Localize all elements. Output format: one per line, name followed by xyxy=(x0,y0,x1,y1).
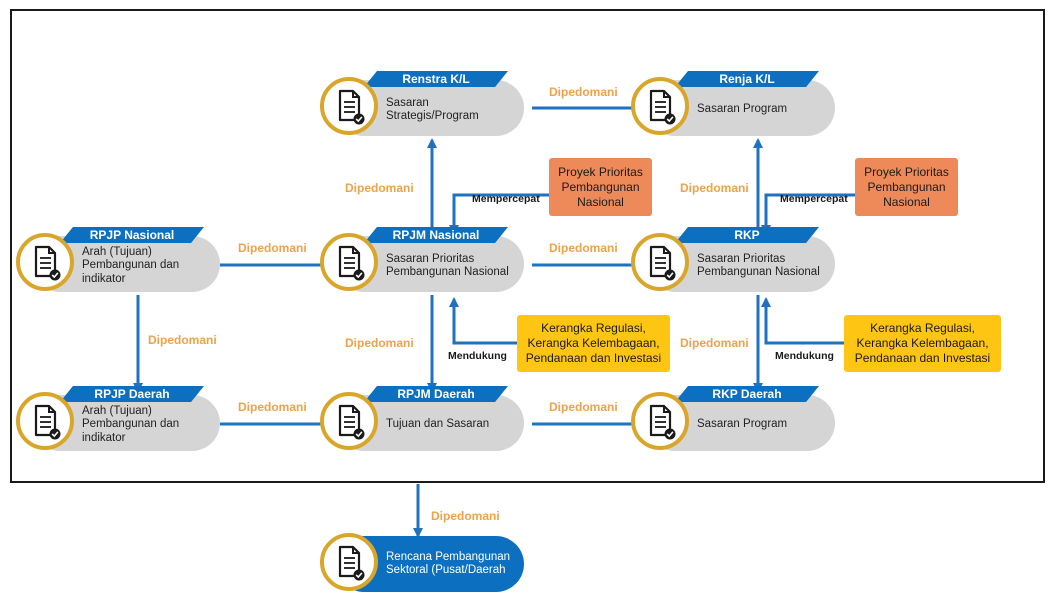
edge-label-dipedomani: Dipedomani xyxy=(431,509,500,523)
edge-label-dipedomani: Dipedomani xyxy=(549,85,618,99)
node-rkp: RKP Sasaran Prioritas Pembangunan Nasion… xyxy=(627,222,845,308)
edge-label-dipedomani: Dipedomani xyxy=(148,333,217,347)
node-title: RPJP Daerah xyxy=(60,386,204,402)
node-renstra-kl: Renstra K/L Sasaran Strategis/Program xyxy=(316,66,534,152)
node-title: RKP Daerah xyxy=(675,386,819,402)
edge-label-dipedomani: Dipedomani xyxy=(238,241,307,255)
edge-label-dipedomani: Dipedomani xyxy=(549,241,618,255)
node-title: RPJP Nasional xyxy=(60,227,204,243)
edge-label-mempercepat: Mempercepat xyxy=(780,193,848,205)
box-kerangka-regulasi: Kerangka Regulasi, Kerangka Kelembagaan,… xyxy=(517,315,670,372)
document-check-icon xyxy=(16,233,74,291)
node-rpjp-daerah: RPJP Daerah Arah (Tujuan) Pembangunan da… xyxy=(12,381,230,467)
edge-label-dipedomani: Dipedomani xyxy=(549,400,618,414)
node-description: Sasaran Program xyxy=(697,418,788,431)
node-description: Arah (Tujuan) Pembangunan dan indikator xyxy=(82,245,180,285)
document-check-icon xyxy=(320,77,378,135)
edge-label-dipedomani: Dipedomani xyxy=(680,181,749,195)
document-check-icon xyxy=(320,233,378,291)
document-check-icon xyxy=(631,233,689,291)
edge-label-mendukung: Mendukung xyxy=(448,350,507,362)
arrow-proyek-to-rkp xyxy=(761,193,855,235)
node-description: Sasaran Prioritas Pembangunan Nasional xyxy=(386,252,509,279)
box-proyek-prioritas: Proyek Prioritas Pembangunan Nasional xyxy=(855,158,958,216)
arrow-proyek-to-rpjm-nasional xyxy=(449,193,549,235)
node-description: Arah (Tujuan) Pembangunan dan indikator xyxy=(82,404,180,444)
edge-label-dipedomani: Dipedomani xyxy=(680,336,749,350)
node-title: RPJM Daerah xyxy=(364,386,508,402)
node-rkp-daerah: RKP Daerah Sasaran Program xyxy=(627,381,845,467)
document-check-icon xyxy=(631,77,689,135)
document-check-icon xyxy=(16,392,74,450)
arrow-kerangka-to-rpjm-nasional xyxy=(449,297,517,345)
document-check-icon xyxy=(320,392,378,450)
diagram-frame xyxy=(10,9,1045,483)
edge-label-mendukung: Mendukung xyxy=(775,350,834,362)
node-description: Sasaran Program xyxy=(697,103,788,116)
node-title: RPJM Nasional xyxy=(364,227,508,243)
node-title: Renstra K/L xyxy=(364,71,508,87)
document-check-icon xyxy=(631,392,689,450)
document-check-icon xyxy=(320,533,378,591)
node-description: Rencana Pembangunan Sektoral (Pusat/Daer… xyxy=(386,550,511,577)
node-rpjp-nasional: RPJP Nasional Arah (Tujuan) Pembangunan … xyxy=(12,222,230,308)
edge-label-mempercepat: Mempercepat xyxy=(472,193,540,205)
edge-label-dipedomani: Dipedomani xyxy=(238,400,307,414)
node-description: Sasaran Prioritas Pembangunan Nasional xyxy=(697,252,820,279)
edge-label-dipedomani: Dipedomani xyxy=(345,181,414,195)
node-title: Renja K/L xyxy=(675,71,819,87)
node-rpjm-daerah: RPJM Daerah Tujuan dan Sasaran xyxy=(316,381,534,467)
edge-label-dipedomani: Dipedomani xyxy=(345,336,414,350)
node-description: Tujuan dan Sasaran xyxy=(386,418,490,431)
node-renja-kl: Renja K/L Sasaran Program xyxy=(627,66,845,152)
box-proyek-prioritas: Proyek Prioritas Pembangunan Nasional xyxy=(549,158,652,216)
box-kerangka-regulasi: Kerangka Regulasi, Kerangka Kelembagaan,… xyxy=(844,315,1001,372)
node-rpjm-nasional: RPJM Nasional Sasaran Prioritas Pembangu… xyxy=(316,222,534,308)
node-title: RKP xyxy=(675,227,819,243)
arrow-kerangka-to-rkp xyxy=(761,297,844,345)
node-description: Sasaran Strategis/Program xyxy=(386,96,479,123)
node-rencana-sektoral: Rencana Pembangunan Sektoral (Pusat/Daer… xyxy=(316,522,534,608)
